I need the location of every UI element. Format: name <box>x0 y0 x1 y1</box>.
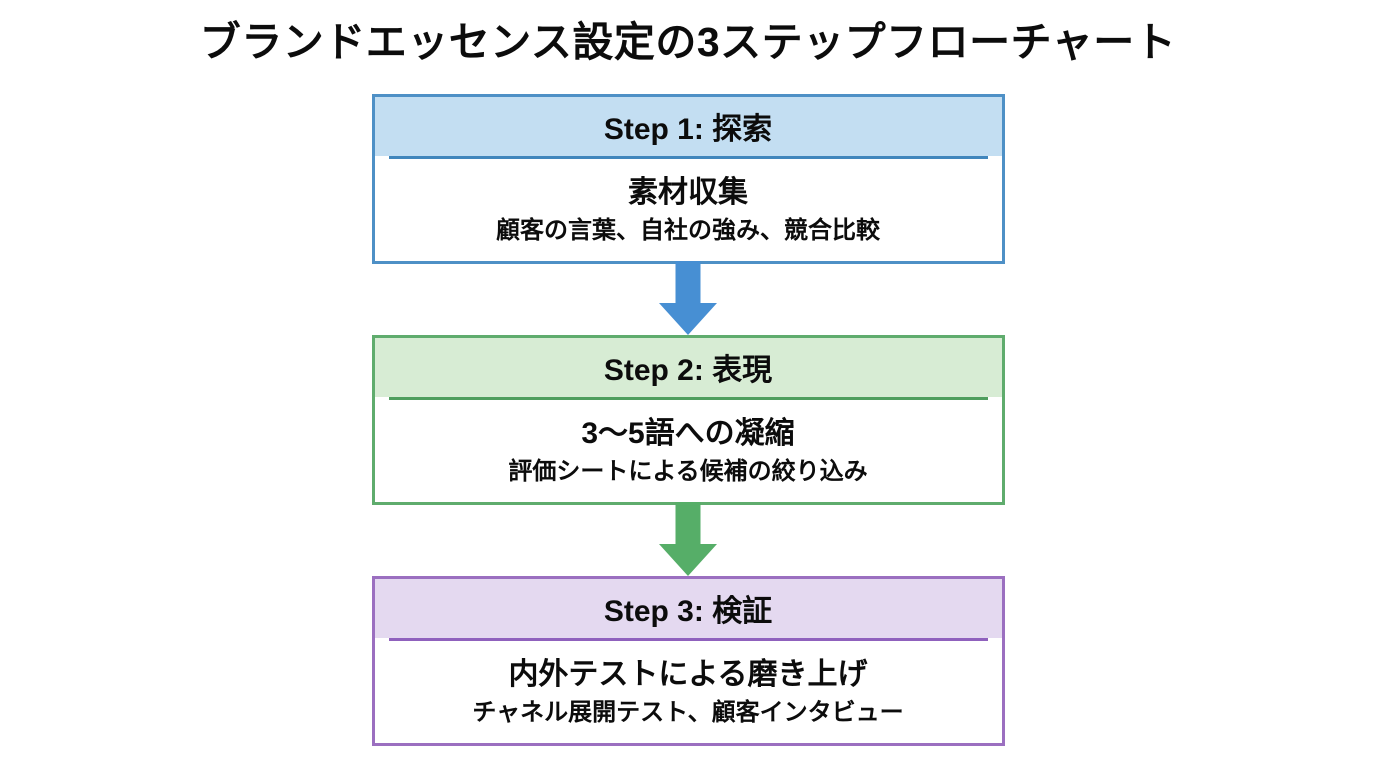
step-3-detail: チャネル展開テスト、顧客インタビュー <box>472 698 904 726</box>
flow-stack: Step 1: 探索 素材収集 顧客の言葉、自社の強み、競合比較 Step 2:… <box>371 93 1005 746</box>
step-1-detail: 顧客の言葉、自社の強み、競合比較 <box>496 216 880 244</box>
step-card-3: Step 3: 検証 内外テストによる磨き上げ チャネル展開テスト、顧客インタビ… <box>371 575 1005 746</box>
step-2-body: 3〜5語への凝縮 評価シートによる候補の絞り込み <box>375 400 1002 502</box>
step-3-heading: 内外テストによる磨き上げ <box>508 657 868 691</box>
arrow-gap-2 <box>372 501 1005 576</box>
step-1-title: Step 1: 探索 <box>603 113 773 147</box>
step-2-detail: 評価シートによる候補の絞り込み <box>508 457 868 485</box>
step-3-divider <box>388 637 988 641</box>
step-card-1: Step 1: 探索 素材収集 顧客の言葉、自社の強み、競合比較 <box>371 93 1005 264</box>
step-3-title: Step 3: 検証 <box>603 595 773 629</box>
down-arrow-icon <box>659 501 717 576</box>
arrow-gap-1 <box>372 260 1005 335</box>
step-3-header: Step 3: 検証 <box>374 578 1002 638</box>
step-2-divider <box>388 396 988 400</box>
step-3-body: 内外テストによる磨き上げ チャネル展開テスト、顧客インタビュー <box>375 641 1002 743</box>
step-2-heading: 3〜5語への凝縮 <box>581 416 795 450</box>
step-1-divider <box>388 155 988 159</box>
step-2-header: Step 2: 表現 <box>374 337 1002 397</box>
step-1-heading: 素材収集 <box>628 175 748 209</box>
page-title: ブランドエッセンス設定の3ステップフローチャート <box>199 19 1177 65</box>
step-1-header: Step 1: 探索 <box>374 96 1002 156</box>
down-arrow-icon <box>659 260 717 335</box>
step-1-body: 素材収集 顧客の言葉、自社の強み、競合比較 <box>375 159 1002 261</box>
step-card-2: Step 2: 表現 3〜5語への凝縮 評価シートによる候補の絞り込み <box>371 334 1005 505</box>
step-2-title: Step 2: 表現 <box>603 354 773 388</box>
